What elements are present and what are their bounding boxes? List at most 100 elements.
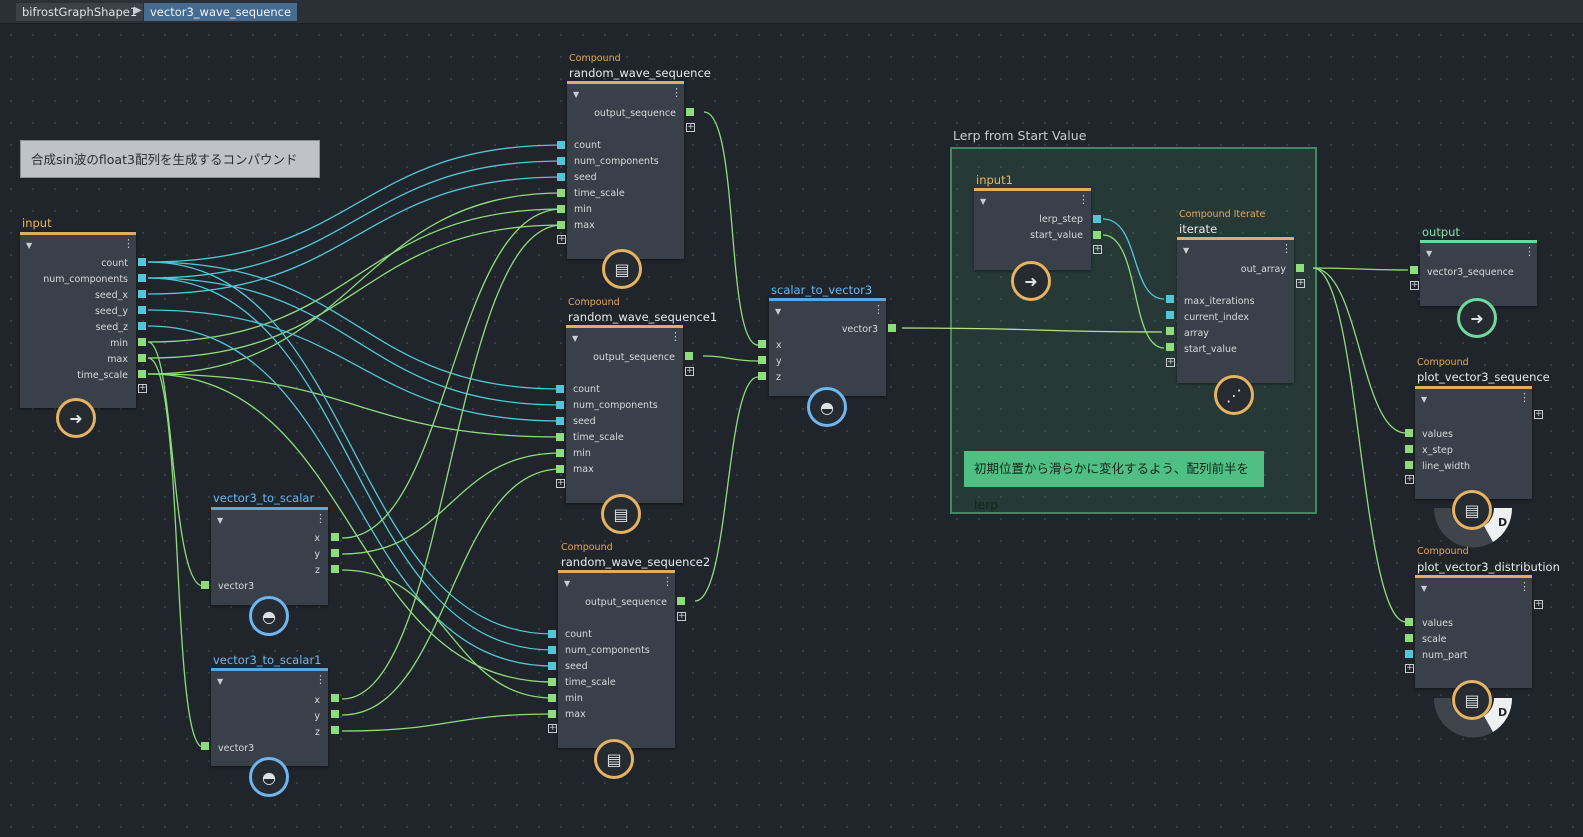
input-port-count[interactable]: [557, 141, 565, 149]
input-port-min[interactable]: [556, 449, 564, 457]
output-port-x[interactable]: [331, 694, 339, 702]
collapse-triangle-icon[interactable]: ▼: [26, 241, 33, 250]
input-port-max[interactable]: [556, 465, 564, 473]
plot-vector3-sequence-node[interactable]: ▼ ⋮ values x_step line_width: [1415, 386, 1532, 499]
input-port-count[interactable]: [556, 385, 564, 393]
add-port-icon[interactable]: +: [1093, 244, 1102, 254]
node-menu-icon[interactable]: ⋮: [315, 512, 326, 525]
input-port-line-width[interactable]: [1405, 461, 1413, 469]
vector3-to-scalar1-node[interactable]: ▼ ⋮ x y z vector3: [211, 668, 328, 766]
collapse-triangle-icon[interactable]: ▼: [1426, 249, 1433, 258]
add-port-icon[interactable]: +: [557, 234, 566, 244]
node-menu-icon[interactable]: ⋮: [1524, 245, 1535, 258]
add-port-icon[interactable]: +: [548, 723, 557, 733]
collapse-triangle-icon[interactable]: ▼: [1421, 584, 1428, 593]
node-menu-icon[interactable]: ⋮: [315, 673, 326, 686]
input-port-num-components[interactable]: [557, 157, 565, 165]
output-port-z[interactable]: [331, 565, 339, 573]
node-menu-icon[interactable]: ⋮: [1519, 580, 1530, 593]
output-port-seed-z[interactable]: [138, 322, 146, 330]
input-port-time-scale[interactable]: [557, 189, 565, 197]
input-port-seed[interactable]: [557, 173, 565, 181]
input-port-seed[interactable]: [548, 662, 556, 670]
input-port-scale[interactable]: [1405, 634, 1413, 642]
collapse-triangle-icon[interactable]: ▼: [572, 334, 579, 343]
input-port-min[interactable]: [548, 694, 556, 702]
breadcrumb-item-graph-shape[interactable]: bifrostGraphShape1: [16, 3, 144, 21]
input-port-max[interactable]: [557, 221, 565, 229]
input-port-time-scale[interactable]: [548, 678, 556, 686]
node-menu-icon[interactable]: ⋮: [1281, 242, 1292, 255]
input-port-max[interactable]: [548, 710, 556, 718]
input-port-min[interactable]: [557, 205, 565, 213]
output-port-output-sequence[interactable]: [685, 352, 693, 360]
plot-vector3-distribution-node[interactable]: ▼ ⋮ values scale num_part: [1415, 575, 1532, 688]
input-port-vector3[interactable]: [201, 742, 209, 750]
output-node[interactable]: ▼ ⋮ vector3_sequence: [1420, 240, 1537, 306]
node-menu-icon[interactable]: ⋮: [873, 303, 884, 316]
output-port-x[interactable]: [331, 533, 339, 541]
sticky-note-green[interactable]: 初期位置から滑らかに変化するよう、配列前半をlerp: [964, 451, 1264, 512]
output-port-count[interactable]: [138, 258, 146, 266]
scalar-to-vector3-node[interactable]: ▼ ⋮ vector3 x y z: [769, 298, 886, 396]
input1-node[interactable]: ▼ ⋮ lerp_step start_value: [974, 188, 1091, 270]
add-port-icon[interactable]: +: [1405, 474, 1414, 484]
node-menu-icon[interactable]: ⋮: [670, 330, 681, 343]
input-port-num-components[interactable]: [556, 401, 564, 409]
output-port-y[interactable]: [331, 549, 339, 557]
output-port-start-value[interactable]: [1093, 231, 1101, 239]
node-menu-icon[interactable]: ⋮: [671, 86, 682, 99]
input-port-vector3-sequence[interactable]: [1410, 266, 1418, 274]
add-port-icon[interactable]: +: [1410, 280, 1419, 290]
output-port-time-scale[interactable]: [138, 370, 146, 378]
collapse-triangle-icon[interactable]: ▼: [1421, 395, 1428, 404]
collapse-triangle-icon[interactable]: ▼: [980, 197, 987, 206]
collapse-triangle-icon[interactable]: ▼: [217, 516, 224, 525]
breadcrumb-item-compound[interactable]: vector3_wave_sequence: [144, 3, 298, 21]
collapse-triangle-icon[interactable]: ▼: [573, 90, 580, 99]
node-menu-icon[interactable]: ⋮: [123, 237, 134, 250]
input-port-num-part[interactable]: [1405, 650, 1413, 658]
output-port-vector3[interactable]: [888, 324, 896, 332]
add-port-icon[interactable]: +: [1534, 409, 1543, 419]
input-port-count[interactable]: [548, 630, 556, 638]
sticky-note[interactable]: 合成sin波のfloat3配列を生成するコンパウンド: [20, 140, 320, 178]
input-port-x-step[interactable]: [1405, 445, 1413, 453]
output-port-min[interactable]: [138, 338, 146, 346]
node-menu-icon[interactable]: ⋮: [662, 575, 673, 588]
iterate-node[interactable]: ▼ ⋮ out_array max_iterations current_ind…: [1177, 237, 1294, 383]
input-port-x[interactable]: [758, 340, 766, 348]
output-port-out-array[interactable]: [1296, 264, 1304, 272]
add-port-icon[interactable]: +: [685, 366, 694, 376]
add-port-icon[interactable]: +: [677, 611, 686, 621]
add-port-icon[interactable]: +: [1166, 357, 1175, 367]
add-port-icon[interactable]: +: [556, 478, 565, 488]
input-port-num-components[interactable]: [548, 646, 556, 654]
input-port-values[interactable]: [1405, 618, 1413, 626]
output-port-lerp-step[interactable]: [1093, 215, 1101, 223]
random-wave-sequence2-node[interactable]: ▼ ⋮ output_sequence count num_components…: [558, 570, 675, 748]
terminal-letter[interactable]: D: [1498, 706, 1508, 719]
output-port-seed-x[interactable]: [138, 290, 146, 298]
add-port-icon[interactable]: +: [686, 122, 695, 132]
add-port-icon[interactable]: +: [1405, 663, 1414, 673]
input-port-max-iterations[interactable]: [1166, 295, 1174, 303]
input-port-seed[interactable]: [556, 417, 564, 425]
input-port-start-value[interactable]: [1166, 343, 1174, 351]
input-node[interactable]: ▼ ⋮ count num_components seed_x seed_y s…: [20, 232, 136, 408]
output-port-seed-y[interactable]: [138, 306, 146, 314]
add-port-icon[interactable]: +: [1296, 278, 1305, 288]
terminal-letter[interactable]: D: [1498, 516, 1508, 529]
input-port-vector3[interactable]: [201, 581, 209, 589]
vector3-to-scalar-node[interactable]: ▼ ⋮ x y z vector3: [211, 507, 328, 605]
input-port-current-index[interactable]: [1166, 311, 1174, 319]
output-port-output-sequence[interactable]: [686, 108, 694, 116]
random-wave-sequence1-node[interactable]: ▼ ⋮ output_sequence count num_components…: [566, 325, 683, 503]
add-port-icon[interactable]: +: [138, 383, 147, 393]
output-port-z[interactable]: [331, 726, 339, 734]
collapse-triangle-icon[interactable]: ▼: [775, 307, 782, 316]
node-menu-icon[interactable]: ⋮: [1078, 193, 1089, 206]
collapse-triangle-icon[interactable]: ▼: [217, 677, 224, 686]
output-port-max[interactable]: [138, 354, 146, 362]
output-port-output-sequence[interactable]: [677, 597, 685, 605]
